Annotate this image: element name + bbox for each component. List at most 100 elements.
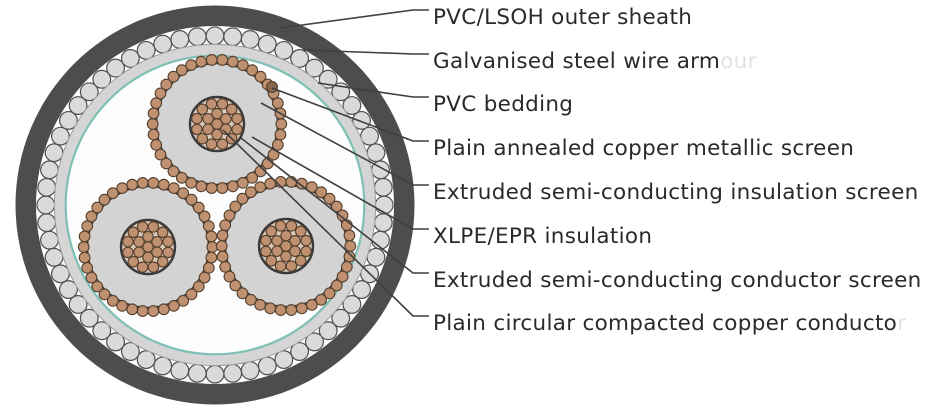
screen-wire: [167, 70, 180, 83]
armour-wire: [318, 321, 338, 341]
screen-wire: [78, 251, 91, 264]
screen-wire: [98, 193, 111, 206]
armour-wire: [92, 69, 112, 89]
conductor-strand: [142, 251, 154, 264]
armour-wire: [36, 195, 56, 215]
armour-wire: [50, 264, 70, 284]
screen-wire: [236, 192, 249, 205]
screen-wire: [330, 279, 343, 292]
screen-wire: [198, 210, 211, 223]
armour-wire: [352, 280, 371, 300]
screen-wire: [274, 128, 287, 141]
armour-wire: [37, 177, 57, 197]
screen-wire: [154, 87, 167, 100]
armour-wire: [187, 363, 207, 383]
screen-wire: [192, 280, 205, 293]
screen-wire: [106, 294, 119, 307]
armour-wire: [44, 247, 64, 267]
screen-wire: [264, 302, 277, 315]
screen-wire: [98, 288, 111, 301]
screen-wire: [340, 260, 353, 273]
armour-wire: [257, 34, 277, 54]
armour-wire: [170, 361, 190, 380]
layer-label-ghost-text: our: [720, 49, 757, 74]
screen-wire: [81, 220, 94, 233]
conductor-strand: [220, 123, 232, 135]
conductor-strand: [271, 245, 283, 257]
conductor-strand: [260, 234, 272, 247]
armour-wire: [360, 126, 380, 146]
screen-wire: [126, 303, 139, 316]
armour-wire: [205, 364, 225, 384]
screen-wire: [160, 78, 173, 91]
screen-wire: [254, 298, 267, 311]
screen-wire: [126, 178, 139, 191]
screen-wire: [147, 128, 160, 141]
screen-wire: [219, 260, 232, 273]
leader-line-7: [240, 137, 429, 274]
armour-wire: [136, 40, 156, 60]
armour-wire: [274, 40, 294, 60]
conductor-strand: [211, 107, 223, 120]
armour-wire: [59, 280, 78, 300]
screen-wire: [136, 305, 149, 317]
conductor-strand: [274, 220, 287, 232]
conductor-strand: [274, 260, 287, 272]
screen-wire: [323, 192, 336, 205]
conductor-strand: [191, 123, 203, 136]
screen-wire: [223, 209, 236, 222]
conductor-strand: [151, 236, 163, 248]
screen-wire: [323, 287, 336, 300]
armour-wire: [240, 361, 260, 380]
armour-wire: [59, 110, 78, 130]
screen-wire: [202, 220, 215, 233]
conductor-strand: [122, 246, 134, 259]
armour-wire: [79, 308, 99, 328]
screen-wire: [254, 181, 267, 194]
screen-wire: [216, 54, 229, 66]
screen-wire: [195, 180, 208, 193]
armour-wire: [240, 30, 260, 49]
conductor-strand: [136, 261, 149, 273]
conductor-strand: [136, 221, 149, 233]
armour-wire: [68, 295, 88, 314]
screen-wire: [244, 186, 257, 199]
screen-wire: [236, 59, 249, 72]
conductor-strand: [265, 225, 278, 238]
screen-wire: [275, 118, 288, 130]
screen-wire: [177, 187, 190, 200]
screen-wire: [160, 157, 173, 170]
armour-wire: [187, 27, 207, 47]
armour-wire: [371, 230, 390, 250]
screen-wire: [198, 271, 211, 284]
leader-line-6: [251, 136, 429, 230]
conductor-strand: [211, 128, 223, 141]
armour-wire: [153, 356, 173, 376]
armour-wire: [37, 213, 57, 233]
screen-wire: [226, 55, 239, 68]
screen-wire: [85, 271, 98, 284]
conductor-strand: [300, 245, 312, 258]
conductor-strand: [285, 220, 298, 232]
armour-wire: [290, 342, 310, 361]
screen-wire: [343, 229, 356, 242]
screen-wire: [216, 229, 229, 242]
conductor-strand: [196, 132, 209, 145]
screen-wire: [215, 240, 228, 252]
armour-wire: [50, 126, 70, 146]
screen-wire: [157, 178, 170, 191]
layer-label-5: Extruded semi-conducting insulation scre…: [433, 180, 919, 206]
conductor-strand: [127, 255, 140, 268]
armour-wire: [342, 96, 362, 115]
screen-wire: [216, 250, 229, 263]
conductor-strand: [202, 113, 214, 125]
layer-label-1: PVC/LSOH outer sheath: [433, 5, 692, 31]
layer-label-text: Extruded semi-conducting insulation scre…: [433, 180, 919, 205]
screen-wire: [274, 304, 287, 316]
armour-wire: [374, 195, 394, 215]
screen-wire: [305, 181, 318, 194]
screen-wire: [136, 177, 149, 189]
armour-wire: [205, 26, 225, 46]
armour-wire: [331, 308, 351, 328]
